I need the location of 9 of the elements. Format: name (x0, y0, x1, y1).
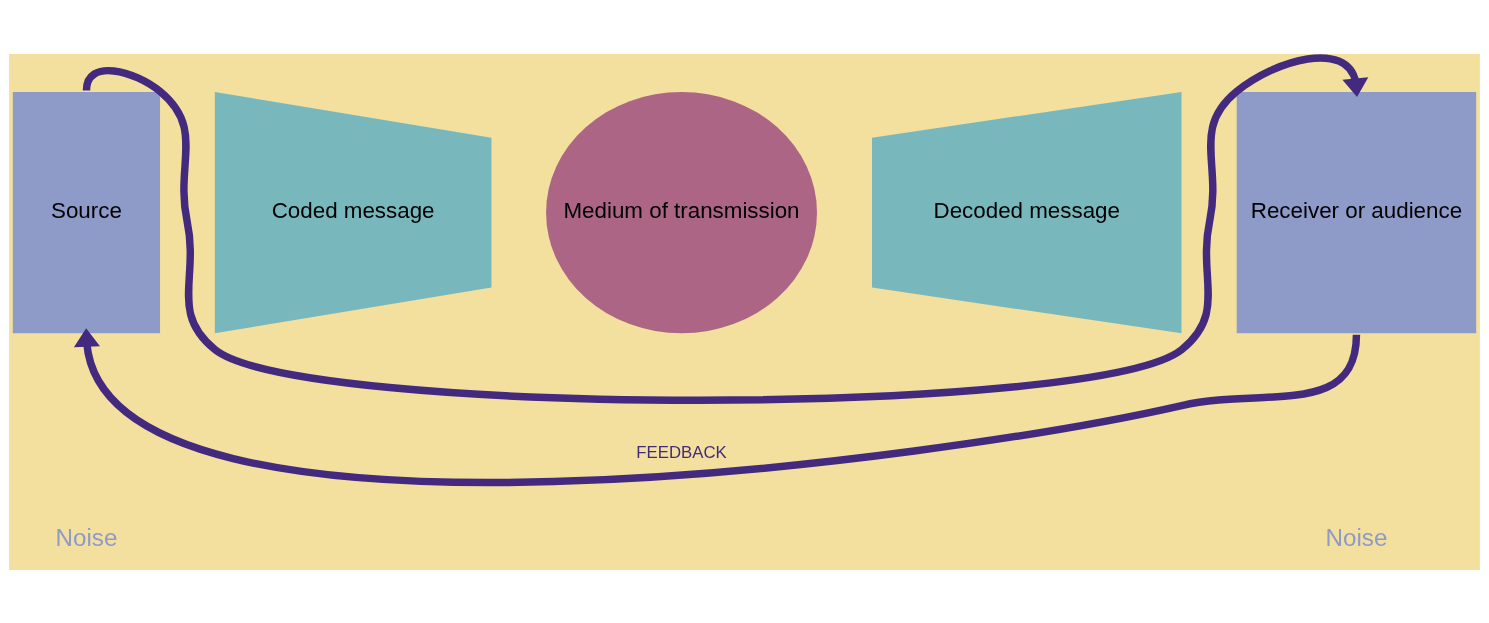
node-box: Decoded message (872, 91, 1182, 333)
edge-label: FEEDBACK (636, 442, 727, 462)
node-box: Coded message (214, 91, 492, 333)
node-box: Source (12, 91, 161, 333)
label: Noise (1325, 523, 1388, 551)
arrow (73, 327, 1361, 485)
node-ellipse: Medium of transmission (546, 91, 817, 333)
node-box: Receiver or audience (1236, 91, 1477, 333)
label: Noise (55, 523, 118, 551)
